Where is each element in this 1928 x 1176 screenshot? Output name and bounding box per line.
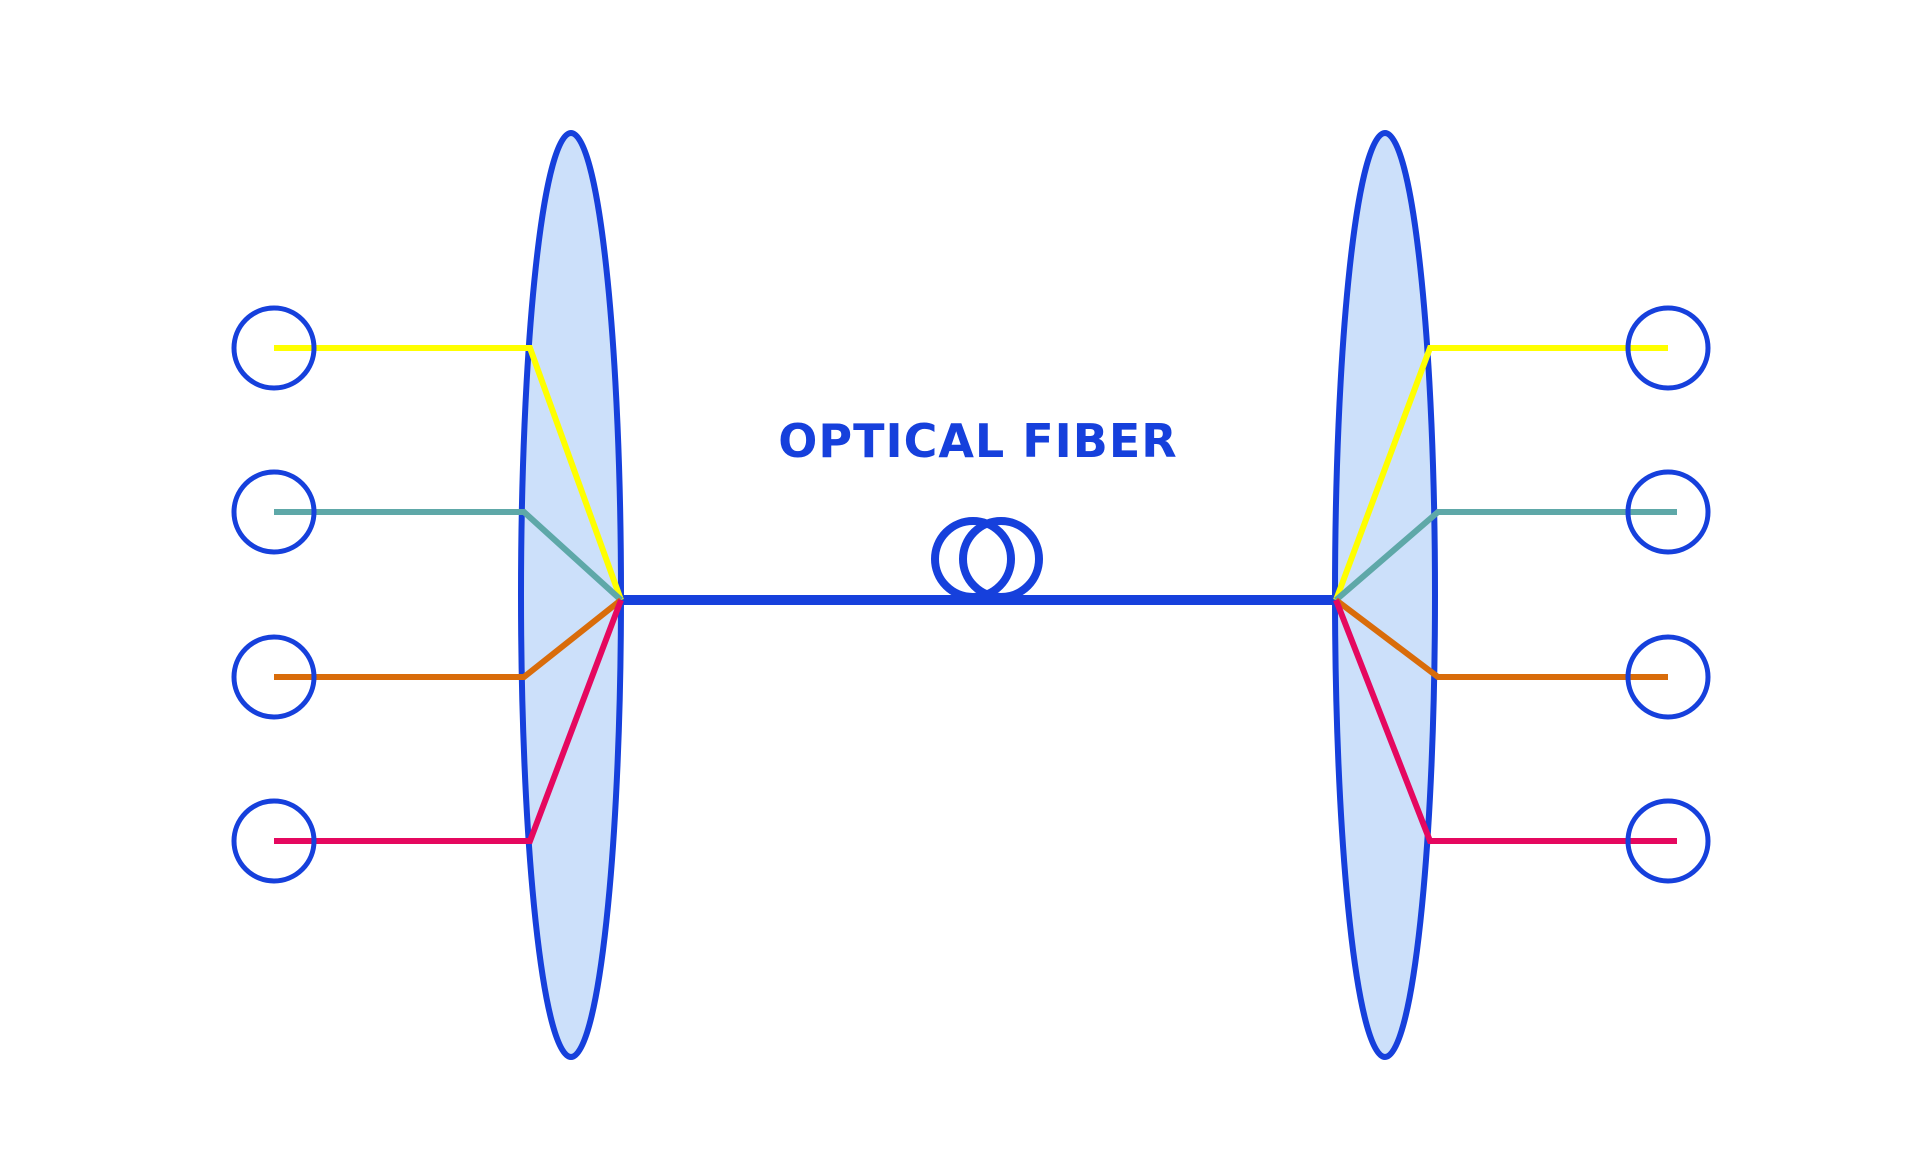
left-channel-paths	[274, 345, 624, 844]
left-source-3-icon	[231, 634, 317, 720]
right-channel-paths	[1333, 345, 1677, 844]
right-detector-1-icon	[1625, 305, 1711, 391]
left-channel-1-path	[274, 345, 624, 602]
multiplexer-lens	[518, 130, 624, 1060]
right-channel-1-path	[1333, 345, 1668, 602]
left-channel-4-path	[274, 598, 624, 844]
left-source-2-icon	[231, 469, 317, 555]
right-detectors	[1625, 305, 1711, 884]
right-channel-4-path	[1333, 598, 1677, 844]
right-channel-2-path	[1334, 509, 1677, 603]
right-channel-3-path	[1334, 597, 1668, 680]
fiber-label: OPTICAL FIBER	[778, 414, 1177, 468]
left-source-1-icon	[231, 305, 317, 391]
left-sources	[231, 305, 317, 884]
demultiplexer-lens	[1332, 130, 1438, 1060]
left-channel-2-path	[274, 509, 624, 603]
right-detector-4-icon	[1625, 798, 1711, 884]
right-detector-3-icon	[1625, 634, 1711, 720]
left-channel-3-path	[274, 597, 623, 680]
left-source-4-icon	[231, 798, 317, 884]
fiber-coil-icon	[931, 517, 1043, 601]
right-detector-2-icon	[1625, 469, 1711, 555]
